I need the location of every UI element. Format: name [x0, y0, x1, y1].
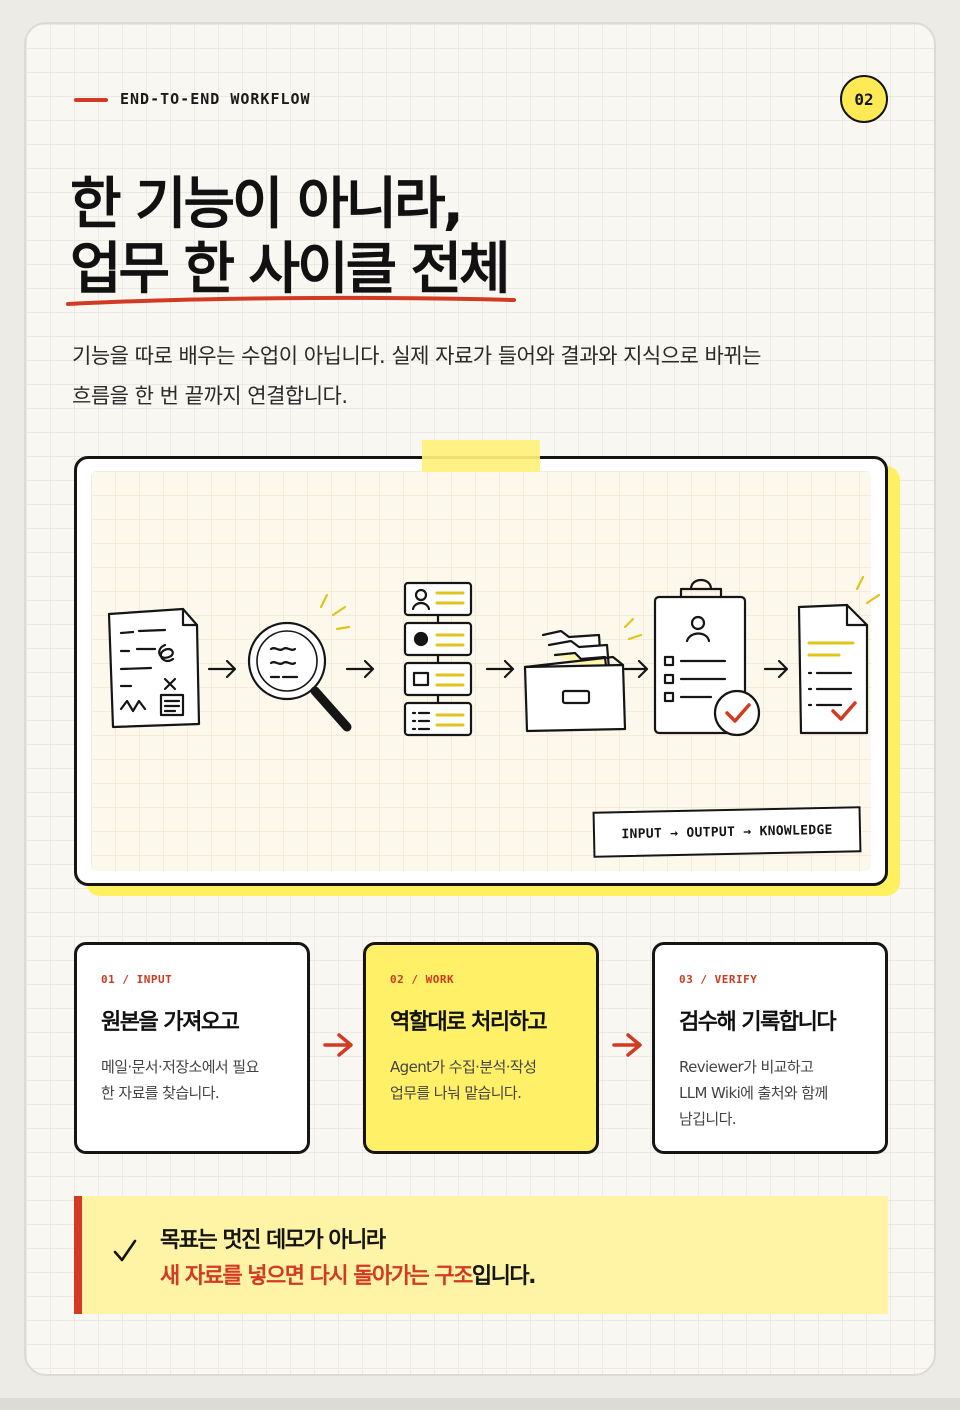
step-title: 검수해 기록합니다 — [679, 1010, 837, 1035]
step-tag: 03 / VERIFY — [679, 973, 758, 986]
title-line-1: 한 기능이 아니라, — [70, 172, 464, 237]
workflow-icons — [107, 575, 881, 737]
goal-highlight: 새 자료를 넣으면 다시 돌아가는 구조 — [160, 1264, 473, 1289]
step-card-input: 01 / INPUT 원본을 가져오고 메일·문서·저장소에서 필요 한 자료를… — [74, 942, 310, 1154]
role-list-icon — [403, 581, 473, 737]
goal-line-2: 새 자료를 넣으면 다시 돌아가는 구조입니다. — [160, 1258, 537, 1290]
step-desc-line: 남깁니다. — [679, 1110, 737, 1128]
step-desc-line: Reviewer가 비교하고 — [679, 1058, 814, 1076]
file-box-icon — [523, 617, 643, 733]
step-description: Reviewer가 비교하고 LLM Wiki에 출처와 함께 남깁니다. — [679, 1054, 863, 1132]
step-desc-line: Agent가 수집·분석·작성 — [390, 1058, 537, 1076]
workflow-illustration: INPUT → OUTPUT → KNOWLEDGE — [74, 456, 888, 886]
input-output-knowledge-label: INPUT → OUTPUT → KNOWLEDGE — [592, 806, 862, 858]
step-description: Agent가 수집·분석·작성 업무를 나눠 맡습니다. — [390, 1054, 574, 1106]
step-desc-line: LLM Wiki에 출처와 함께 — [679, 1084, 828, 1102]
checkmark-icon — [113, 1239, 137, 1262]
title-underline-stroke — [66, 295, 516, 306]
goal-line-1: 목표는 멋진 데모가 아니라 — [160, 1228, 386, 1253]
lead-paragraph: 기능을 따로 배우는 수업이 아닙니다. 실제 자료가 들어와 결과와 지식으로… — [72, 336, 892, 416]
arrow-right-icon — [612, 1033, 642, 1057]
page-title: 한 기능이 아니라, 업무 한 사이클 전체 — [70, 172, 511, 302]
tape-strip — [422, 440, 540, 472]
step-desc-line: 메일·문서·저장소에서 필요 — [101, 1058, 259, 1076]
step-tag: 01 / INPUT — [101, 973, 173, 986]
step-description: 메일·문서·저장소에서 필요 한 자료를 찾습니다. — [101, 1054, 285, 1106]
page-number-badge: 02 — [840, 75, 888, 123]
step-desc-line: 한 자료를 찾습니다. — [101, 1084, 220, 1102]
bottom-strip — [0, 1398, 960, 1410]
magnifier-icon — [247, 593, 352, 732]
verified-document-icon — [797, 575, 881, 735]
step-card-verify: 03 / VERIFY 검수해 기록합니다 Reviewer가 비교하고 LLM… — [652, 942, 888, 1154]
raw-document-icon — [107, 607, 201, 729]
arrow-right-icon — [323, 1033, 353, 1057]
clipboard-check-icon — [653, 578, 761, 737]
goal-callout: 목표는 멋진 데모가 아니라 새 자료를 넣으면 다시 돌아가는 구조입니다. — [74, 1196, 888, 1314]
title-line-2: 업무 한 사이클 전체 — [70, 237, 511, 302]
goal-line-2-rest: 입니다. — [471, 1264, 537, 1289]
kicker-accent-line — [74, 98, 108, 102]
lead-line-1: 기능을 따로 배우는 수업이 아닙니다. 실제 자료가 들어와 결과와 지식으로… — [72, 344, 762, 368]
step-desc-line: 업무를 나눠 맡습니다. — [390, 1084, 522, 1102]
slide-card: END-TO-END WORKFLOW 02 한 기능이 아니라, 업무 한 사… — [24, 22, 936, 1376]
step-title: 역할대로 처리하고 — [390, 1010, 548, 1035]
kicker-label: END-TO-END WORKFLOW — [120, 90, 311, 108]
step-card-work: 02 / WORK 역할대로 처리하고 Agent가 수집·분석·작성 업무를 … — [363, 942, 599, 1154]
lead-line-2: 흐름을 한 번 끝까지 연결합니다. — [72, 384, 348, 408]
step-tag: 02 / WORK — [390, 973, 455, 986]
step-title: 원본을 가져오고 — [101, 1010, 240, 1035]
